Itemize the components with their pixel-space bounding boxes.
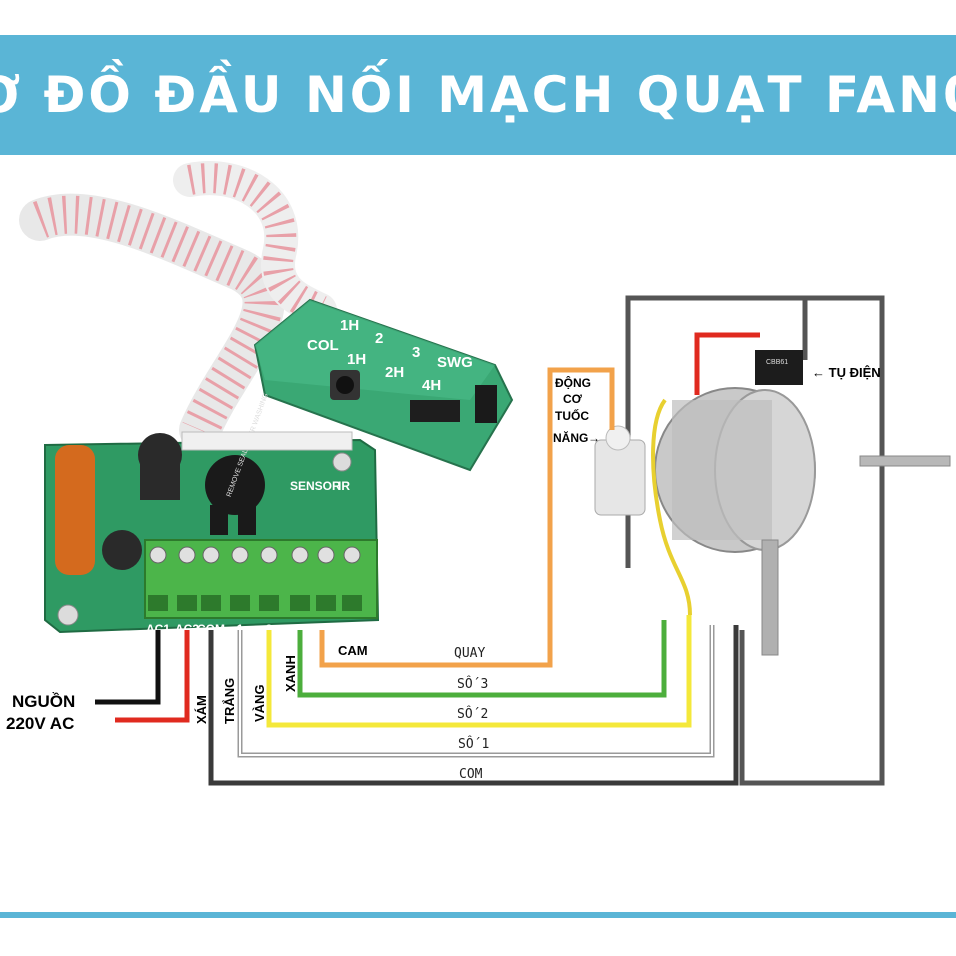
wire-name-so1: SỐ 1 [458, 736, 489, 752]
terminal-slot [290, 595, 310, 611]
wire-quay [319, 367, 615, 668]
motor-frame [625, 295, 885, 786]
run-capacitor: CBB61 [755, 350, 803, 385]
remote-label-swg: SWG [437, 354, 473, 371]
terminal-screw [317, 546, 335, 564]
power-wire-black [95, 630, 161, 705]
terminal-slot [230, 595, 250, 611]
terminal-label: COL [339, 622, 364, 636]
wiring [95, 367, 739, 786]
terminal-screw [291, 546, 309, 564]
capacitor-text: CBB61 [766, 359, 788, 366]
remote-label-col: COL [307, 337, 339, 354]
label-cam: CAM [338, 643, 368, 658]
remote-label-1h: 1H [347, 351, 366, 368]
wire-name-com: COM [459, 767, 483, 782]
remote-label-2h: 2H [385, 364, 404, 381]
terminal-slot [259, 595, 279, 611]
wire-name-so2: SỐ 2 [457, 706, 488, 722]
wire-name-quay: QUAY [454, 646, 485, 661]
terminal-label: COM [197, 622, 225, 636]
terminal-screw [178, 546, 196, 564]
terminal-screw [231, 546, 249, 564]
fan-motor [594, 387, 951, 656]
terminal-label: SWG [312, 622, 341, 636]
remote-board: COL 1H 2 3 SWG 1H 2H 4H [253, 298, 514, 472]
terminal-label: AC1 [146, 622, 170, 636]
label-vang: VÀNG [252, 684, 267, 722]
terminal-slot [177, 595, 197, 611]
wire-so3 [297, 620, 667, 698]
remote-label-2: 2 [375, 330, 383, 347]
label-xanh: XANH [283, 655, 298, 692]
remote-label-3: 3 [412, 344, 420, 361]
terminal-screw [149, 546, 167, 564]
buzzer [205, 455, 265, 515]
bottom-border [0, 912, 956, 918]
terminal-label: AC2 [175, 622, 199, 636]
ir-label: IR [338, 479, 350, 493]
terminal-label: 3 [297, 622, 304, 636]
motor-label: ĐỘNG CƠ TUỐC NĂNG [553, 375, 594, 445]
remote-label-4h: 4H [422, 377, 441, 394]
terminal-label: 2 [266, 622, 273, 636]
motor-arrow: → [588, 431, 600, 445]
sensor-label: SENSOR [290, 479, 341, 493]
page-title: SƠ ĐỒ ĐẦU NỐI MẠCH QUẠT FAN02 [0, 66, 956, 124]
wire-so2 [266, 615, 692, 728]
wire-name-so3: SỐ 3 [457, 676, 488, 692]
remote-label-1: 1H [340, 317, 359, 334]
power-wire-red [115, 630, 190, 723]
capacitor-label: ← TỤ ĐIỆN [812, 365, 881, 380]
terminal-slot [201, 595, 221, 611]
terminal-screw [202, 546, 220, 564]
ribbon-cable [19, 161, 337, 451]
terminal-screw [260, 546, 278, 564]
label-trang: TRẮNG [222, 678, 237, 724]
main-pcb: REMOVE SEAL AFTER WASHING SENSOR IR AC1A… [44, 393, 380, 636]
terminal-slot [316, 595, 336, 611]
label-xam: XÁM [194, 695, 209, 724]
power-label-2: 220V AC [6, 714, 74, 733]
wire-com [208, 625, 739, 786]
terminal-screw [343, 546, 361, 564]
power-label-1: NGUỒN [12, 692, 75, 711]
capacitor-orange [55, 445, 95, 575]
terminal-label: 1 [237, 622, 244, 636]
ic-chip [410, 400, 460, 422]
terminal-slot [342, 595, 362, 611]
terminal-slot [148, 595, 168, 611]
title-banner: SƠ ĐỒ ĐẦU NỐI MẠCH QUẠT FAN02 [0, 35, 956, 155]
